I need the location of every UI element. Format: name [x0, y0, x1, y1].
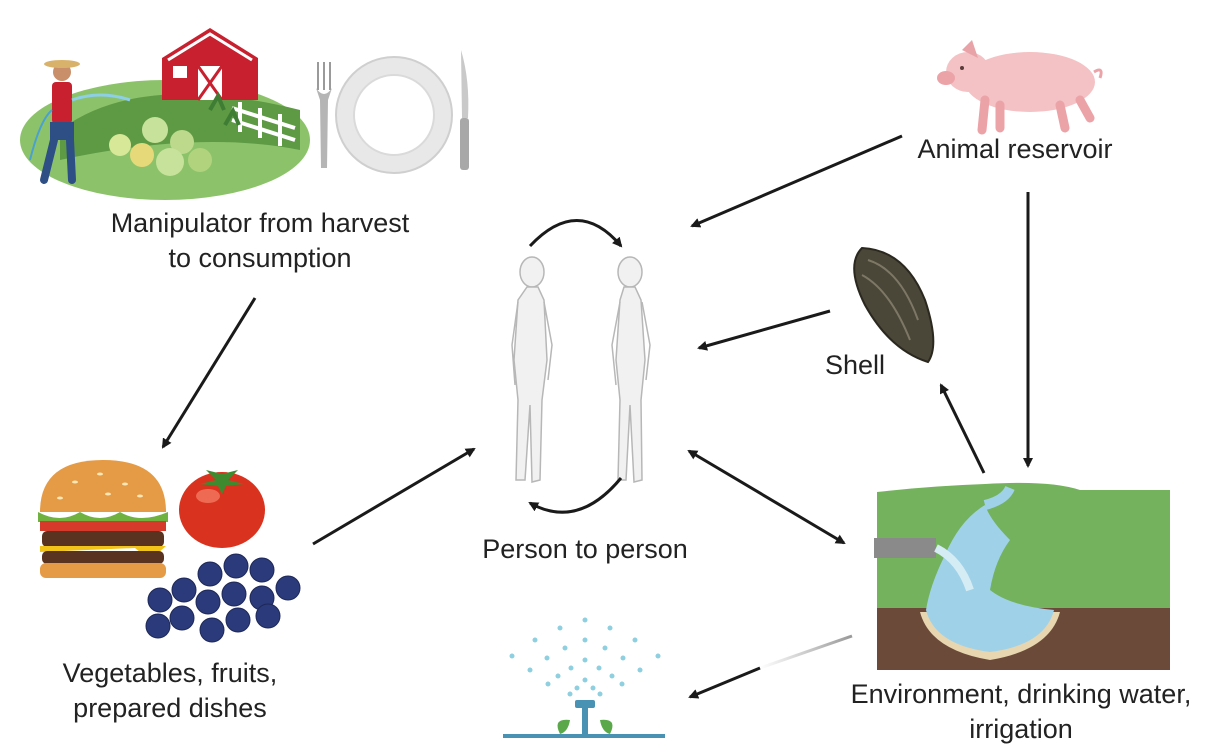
plate-icon — [336, 57, 452, 173]
arrow-shell-to-person — [699, 311, 830, 348]
label-environment: Environment, drinking water, irrigation — [826, 677, 1216, 746]
arrow-environment-to-shell — [941, 385, 984, 473]
arrow-harvest-to-food — [163, 298, 255, 447]
label-environment-line1: Environment, drinking water, — [826, 677, 1216, 712]
label-harvest-line1: Manipulator from harvest — [60, 206, 460, 241]
tomato-icon — [179, 470, 265, 548]
arrow-environment-to-sprinkler-fade — [760, 636, 852, 668]
river-landscape-icon — [874, 483, 1170, 670]
knife-icon — [460, 50, 469, 170]
farm-icon — [20, 28, 310, 200]
mussel-icon — [854, 248, 933, 362]
arrow-food-to-person — [313, 449, 474, 544]
pig-icon — [937, 40, 1101, 130]
label-person: Person to person — [430, 532, 740, 567]
human-figure-icon — [512, 257, 650, 482]
arrow-person-cycle-top — [530, 221, 621, 247]
label-food-line2: prepared dishes — [20, 691, 320, 726]
label-food: Vegetables, fruits, prepared dishes — [20, 656, 320, 725]
sprinkler-icon — [503, 618, 665, 739]
arrow-person-cycle-bottom — [530, 478, 621, 512]
label-environment-line2: irrigation — [826, 712, 1216, 746]
label-harvest: Manipulator from harvest to consumption — [60, 206, 460, 275]
label-food-line1: Vegetables, fruits, — [20, 656, 320, 691]
label-animal: Animal reservoir — [880, 132, 1150, 167]
blueberries-icon — [146, 554, 300, 642]
fork-icon — [316, 62, 332, 168]
arrow-environment-to-sprinkler — [690, 668, 760, 697]
burger-icon — [38, 460, 168, 578]
label-harvest-line2: to consumption — [60, 241, 460, 276]
label-shell: Shell — [800, 348, 910, 383]
arrow-animal-to-person — [692, 136, 902, 226]
arrow-person-environment — [689, 451, 844, 543]
